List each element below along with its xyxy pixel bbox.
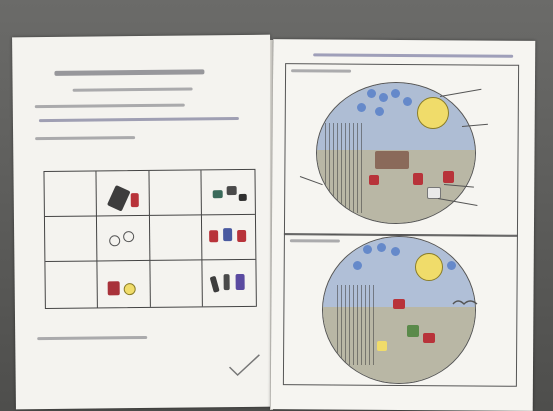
sketch-pieces xyxy=(212,190,223,199)
grid-cell xyxy=(97,260,151,308)
sketch-boxes xyxy=(209,230,219,243)
sketch-pieces xyxy=(226,186,237,196)
sketch-tools xyxy=(130,193,139,208)
box-sketch xyxy=(407,325,419,337)
star-icon xyxy=(391,247,400,256)
box-sketch xyxy=(413,173,423,185)
sketch-circles xyxy=(109,235,121,247)
sketch-circles xyxy=(123,231,135,243)
drawing-night-scene-1 xyxy=(316,82,476,224)
sketch-bottles xyxy=(223,274,230,291)
inventory-grid xyxy=(43,168,257,310)
worksheet-title xyxy=(54,69,205,76)
answer-1 xyxy=(38,116,239,123)
box-sketch xyxy=(377,341,387,351)
grid-cell xyxy=(45,261,98,309)
sketch-boxes xyxy=(237,229,247,243)
star-icon xyxy=(367,89,376,98)
pavilion-sketch xyxy=(375,151,409,169)
drawing-night-scene-2 xyxy=(322,236,476,384)
box-sketch xyxy=(423,333,435,343)
header-line xyxy=(313,53,514,58)
moon-icon xyxy=(415,253,443,281)
star-icon xyxy=(379,93,388,102)
star-icon xyxy=(377,243,386,252)
box-sketch xyxy=(427,187,441,199)
sketch-boxes xyxy=(223,228,233,242)
name-line xyxy=(72,87,193,92)
sketch-pieces xyxy=(238,193,247,201)
grid-cell xyxy=(44,171,97,218)
frame-label-top xyxy=(291,69,352,73)
grid-cell xyxy=(149,170,202,216)
grid-cell xyxy=(150,260,203,307)
question-3 xyxy=(37,335,148,341)
grid-cell xyxy=(44,216,98,263)
grid-cell xyxy=(149,215,203,261)
bird-icon xyxy=(452,300,478,305)
box-sketch xyxy=(369,175,379,185)
building-sketch xyxy=(325,123,365,213)
sketch-bottles xyxy=(235,273,245,291)
building-sketch xyxy=(337,285,377,365)
star-icon xyxy=(391,89,400,98)
star-icon xyxy=(353,261,362,270)
star-icon xyxy=(357,103,366,112)
star-icon xyxy=(447,261,456,270)
box-sketch xyxy=(443,171,454,183)
check-mark-icon xyxy=(228,354,260,377)
star-icon xyxy=(375,107,384,116)
star-icon xyxy=(403,97,412,106)
question-2 xyxy=(35,136,136,141)
star-icon xyxy=(363,245,372,254)
sketch-cans xyxy=(107,281,120,296)
sketch-cans xyxy=(123,283,136,296)
question-1 xyxy=(34,103,185,109)
worksheet-left xyxy=(12,34,274,410)
box-sketch xyxy=(393,299,405,309)
moon-icon xyxy=(417,97,449,129)
